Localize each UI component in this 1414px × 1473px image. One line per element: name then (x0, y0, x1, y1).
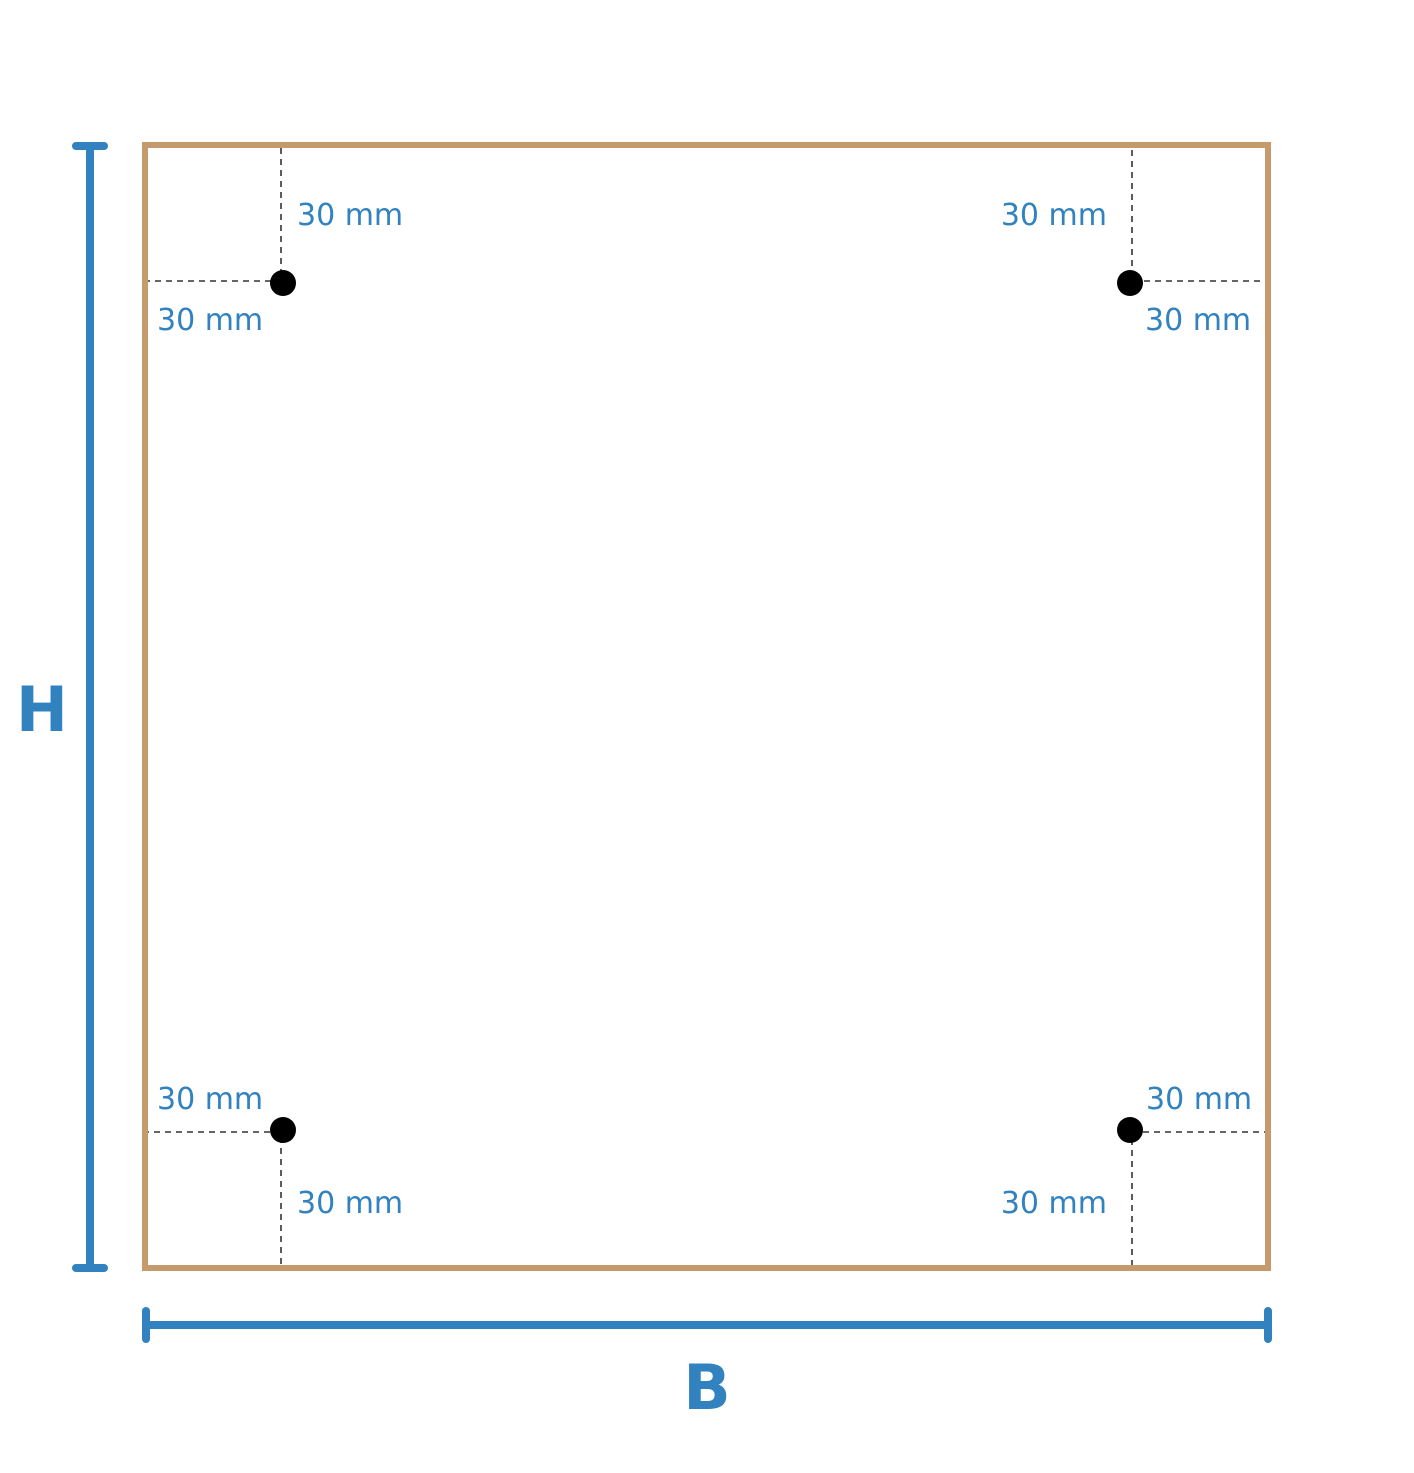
panel-outline (142, 142, 1271, 1271)
guide-box-top-left (142, 142, 282, 282)
hole-bottom-left-vertical-offset: 30 mm (297, 1186, 403, 1221)
hole-top-left (270, 270, 296, 296)
width-label: B (683, 1351, 730, 1424)
hole-top-left-horizontal-offset: 30 mm (157, 303, 263, 338)
hole-bottom-right-vertical-offset: 30 mm (1001, 1186, 1107, 1221)
guide-box-bottom-left (142, 1131, 282, 1271)
width-dimension: B (142, 1307, 1272, 1424)
hole-top-right-horizontal-offset: 30 mm (1145, 303, 1251, 338)
hole-bottom-left-horizontal-offset: 30 mm (157, 1082, 263, 1117)
hole-top-right (1117, 270, 1143, 296)
height-dimension: H (16, 142, 108, 1272)
hole-bottom-right-horizontal-offset: 30 mm (1146, 1082, 1252, 1117)
guide-box-bottom-right (1131, 1131, 1271, 1271)
offset-labels: 30 mm 30 mm 30 mm 30 mm 30 mm 30 mm 30 m… (157, 198, 1252, 1221)
hole-top-right-vertical-offset: 30 mm (1001, 198, 1107, 233)
corner-guides (142, 142, 1271, 1271)
hole-bottom-right (1117, 1117, 1143, 1143)
holes (270, 270, 1143, 1143)
guide-box-top-right (1131, 142, 1271, 282)
height-label: H (16, 673, 68, 746)
hole-top-left-vertical-offset: 30 mm (297, 198, 403, 233)
hole-bottom-left (270, 1117, 296, 1143)
